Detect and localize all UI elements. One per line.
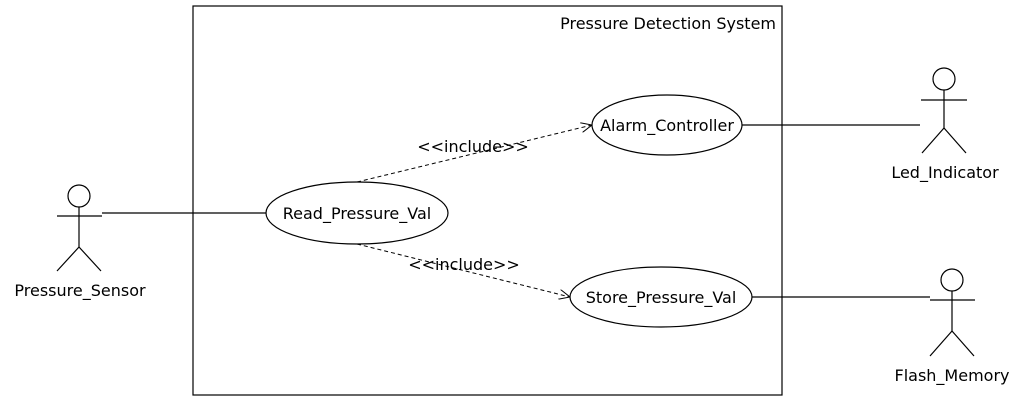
include-label-1: <<include>>: [417, 137, 529, 156]
use-case-read-label: Read_Pressure_Val: [283, 204, 431, 224]
use-case-store-pressure[interactable]: Store_Pressure_Val: [569, 266, 753, 328]
actor-pressure-sensor-label: Pressure_Sensor: [14, 281, 146, 301]
include-label-2: <<include>>: [408, 255, 520, 274]
stick-figure-icon: [929, 268, 975, 357]
actor-flash-memory[interactable]: Flash_Memory: [895, 268, 1010, 386]
actor-led-indicator[interactable]: Led_Indicator: [891, 67, 999, 183]
use-case-read-pressure[interactable]: Read_Pressure_Val: [265, 181, 449, 245]
use-case-alarm-label: Alarm_Controller: [600, 116, 734, 136]
actor-led-indicator-label: Led_Indicator: [891, 163, 999, 183]
stick-figure-icon: [56, 184, 102, 272]
actor-pressure-sensor[interactable]: Pressure_Sensor: [14, 184, 146, 301]
actor-flash-memory-label: Flash_Memory: [895, 366, 1010, 386]
system-boundary: [192, 5, 783, 396]
stick-figure-icon: [921, 67, 967, 154]
include-arrow-alarm: [356, 125, 592, 183]
use-case-alarm-controller[interactable]: Alarm_Controller: [591, 94, 743, 156]
use-case-store-label: Store_Pressure_Val: [586, 288, 737, 308]
include-arrow-store: [356, 243, 570, 297]
system-title: Pressure Detection System: [560, 14, 776, 33]
